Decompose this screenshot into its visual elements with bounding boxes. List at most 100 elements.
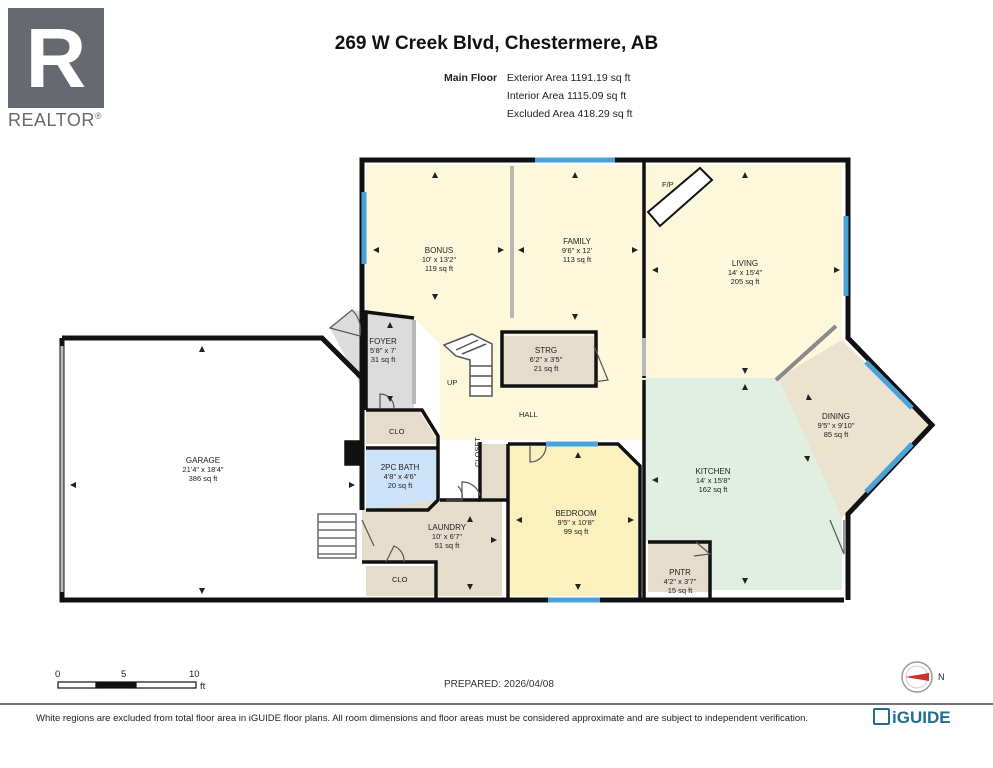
- stairs-up-label: UP: [447, 378, 458, 387]
- room-area: 21 sq ft: [533, 364, 559, 373]
- realtor-logo-mark: R: [8, 8, 104, 108]
- room-area: 31 sq ft: [370, 355, 396, 364]
- room-name: BONUS: [424, 246, 454, 255]
- iguide-brand: iGUIDE: [873, 708, 951, 728]
- realtor-logo-word: REALTOR: [8, 110, 95, 130]
- realtor-logo-registered: ®: [94, 111, 102, 121]
- room-name: LIVING: [731, 259, 759, 268]
- room-fill-closet: [482, 444, 508, 498]
- room-area: 99 sq ft: [563, 527, 589, 536]
- room-fill-clo-bottom: [366, 566, 434, 596]
- room-area: 51 sq ft: [434, 541, 460, 550]
- realtor-logo-letter: R: [25, 11, 87, 105]
- room-fill-clo-top: [366, 412, 436, 444]
- room-area: 15 sq ft: [667, 586, 693, 595]
- hall-label: HALL: [519, 410, 538, 419]
- scale-unit: ft: [200, 681, 206, 692]
- room-dims: 10' x 6'7": [431, 532, 463, 541]
- room-fill-pntr: [648, 540, 710, 592]
- room-name: PNTR: [669, 568, 691, 577]
- scale-tick-10: 10: [189, 669, 200, 680]
- page-title: 269 W Creek Blvd, Chestermere, AB: [334, 33, 659, 54]
- room-label-pntr: PNTR 4'2" x 3'7" 15 sq ft: [664, 568, 697, 595]
- room-name: FAMILY: [563, 237, 591, 246]
- fireplace: [646, 166, 714, 228]
- room-fill-dining: [778, 340, 930, 518]
- room-name: FOYER: [369, 337, 397, 346]
- light-partitions: [412, 166, 646, 404]
- room-dims: 21'4" x 18'4": [182, 465, 224, 474]
- exterior-area: Exterior Area 1191.19 sq ft: [506, 72, 631, 84]
- room-area: 119 sq ft: [424, 264, 454, 273]
- windows: [361, 157, 914, 603]
- room-dims: 6'2" x 3'5": [529, 355, 563, 364]
- room-label-dining: DINING 9'5" x 9'10" 85 sq ft: [818, 412, 855, 439]
- room-label-bedroom: BEDROOM 9'5" x 10'8" 99 sq ft: [555, 509, 596, 536]
- dimension-markers: [70, 172, 840, 594]
- room-fill-strg: [504, 336, 594, 384]
- room-dims: 10' x 13'2": [421, 255, 457, 264]
- area-summary: Main Floor Exterior Area 1191.19 sq ft I…: [444, 69, 632, 123]
- closet-bottom-label: CLO: [392, 575, 408, 584]
- room-dims: 14' x 15'8": [695, 476, 731, 485]
- realtor-logo-text: REALTOR®: [8, 110, 108, 131]
- room-name: GARAGE: [185, 456, 221, 465]
- room-fill-kitchen: [644, 378, 842, 590]
- dining-divider: [774, 324, 838, 382]
- room-name: STRG: [534, 346, 558, 355]
- room-label-bonus: BONUS 10' x 13'2" 119 sq ft: [422, 246, 456, 273]
- prepared-date: PREPARED: 2026/04/08: [444, 679, 554, 690]
- area-values: Exterior Area 1191.19 sq ft Interior Are…: [507, 69, 633, 123]
- closet-label: CLOSET: [473, 436, 482, 467]
- scale-tick-5: 5: [121, 669, 127, 680]
- room-dims: 9'5" x 10'8": [557, 518, 595, 527]
- room-label-family: FAMILY 9'6" x 12' 113 sq ft: [562, 237, 592, 264]
- disclaimer: White regions are excluded from total fl…: [36, 713, 809, 724]
- room-label-living: LIVING 14' x 15'4" 205 sq ft: [728, 259, 762, 286]
- room-dims: 4'8" x 4'6": [383, 472, 417, 481]
- room-dims: 9'6" x 12': [561, 246, 593, 255]
- room-name: BEDROOM: [555, 509, 597, 518]
- room-label-strg: STRG 6'2" x 3'5" 21 sq ft: [530, 346, 563, 373]
- room-area: 386 sq ft: [188, 474, 218, 483]
- room-label-laundry: LAUNDRY 10' x 6'7" 51 sq ft: [428, 523, 466, 550]
- room-area: 20 sq ft: [387, 481, 413, 490]
- room-fill-family: [512, 165, 644, 440]
- door-swings: [328, 309, 845, 563]
- room-dims: 4'2" x 3'7": [663, 577, 697, 586]
- room-name: 2PC BATH: [380, 463, 420, 472]
- room-name: LAUNDRY: [427, 523, 467, 532]
- iguide-brand-text: iGUIDE: [892, 708, 951, 727]
- iguide-logo-icon: [873, 708, 890, 725]
- room-label-foyer: FOYER 5'8" x 7' 31 sq ft: [369, 337, 397, 364]
- closet-top-label: CLO: [389, 427, 405, 436]
- room-dims: 14' x 15'4": [727, 268, 763, 277]
- room-fill-living: [644, 165, 842, 378]
- room-label-bath: 2PC BATH 4'8" x 4'6" 20 sq ft: [381, 463, 420, 490]
- room-dims: 9'5" x 9'10": [817, 421, 855, 430]
- scale-bar: [57, 681, 197, 689]
- room-dims: 5'8" x 7': [370, 346, 396, 355]
- compass-north-label: N: [938, 672, 945, 682]
- interior-area: Interior Area 1115.09 sq ft: [506, 90, 627, 102]
- room-fill-foyer: [330, 310, 414, 408]
- room-label-garage: GARAGE 21'4" x 18'4" 386 sq ft: [182, 456, 223, 483]
- room-fill-bedroom: [510, 446, 638, 596]
- room-fill-laundry: [362, 500, 502, 596]
- room-area: 85 sq ft: [823, 430, 849, 439]
- staircase: [442, 333, 493, 397]
- floor-label: Main Floor: [444, 72, 498, 84]
- fireplace-label: F/P: [662, 180, 674, 189]
- excluded-area: Excluded Area 418.29 sq ft: [506, 108, 633, 120]
- room-name: DINING: [822, 412, 850, 421]
- room-area: 205 sq ft: [730, 277, 760, 286]
- room-fill-bath: [366, 450, 436, 508]
- compass-icon: [901, 661, 933, 693]
- exterior-steps: [317, 513, 357, 559]
- room-label-kitchen: KITCHEN 14' x 15'8" 162 sq ft: [695, 467, 730, 494]
- room-area: 162 sq ft: [698, 485, 728, 494]
- room-area: 113 sq ft: [562, 255, 592, 264]
- room-name: KITCHEN: [695, 467, 731, 476]
- scale-tick-0: 0: [55, 669, 61, 680]
